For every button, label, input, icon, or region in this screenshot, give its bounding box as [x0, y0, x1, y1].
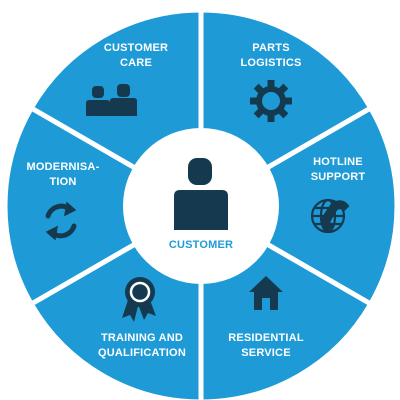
gear-icon: [250, 80, 292, 122]
segment-hotline-support: [195, 104, 400, 308]
segment-modernisation: [2, 104, 207, 308]
globe-phone-icon: [310, 198, 350, 234]
refresh-arrows-icon: [45, 201, 77, 241]
people-icon: [86, 84, 137, 116]
center-label: CUSTOMER: [168, 239, 234, 251]
house-icon: [249, 276, 283, 310]
person-icon: [174, 158, 228, 230]
award-ribbon-icon: [122, 277, 156, 322]
segment-label-modernisation: MODERNISA-TION: [26, 161, 100, 188]
